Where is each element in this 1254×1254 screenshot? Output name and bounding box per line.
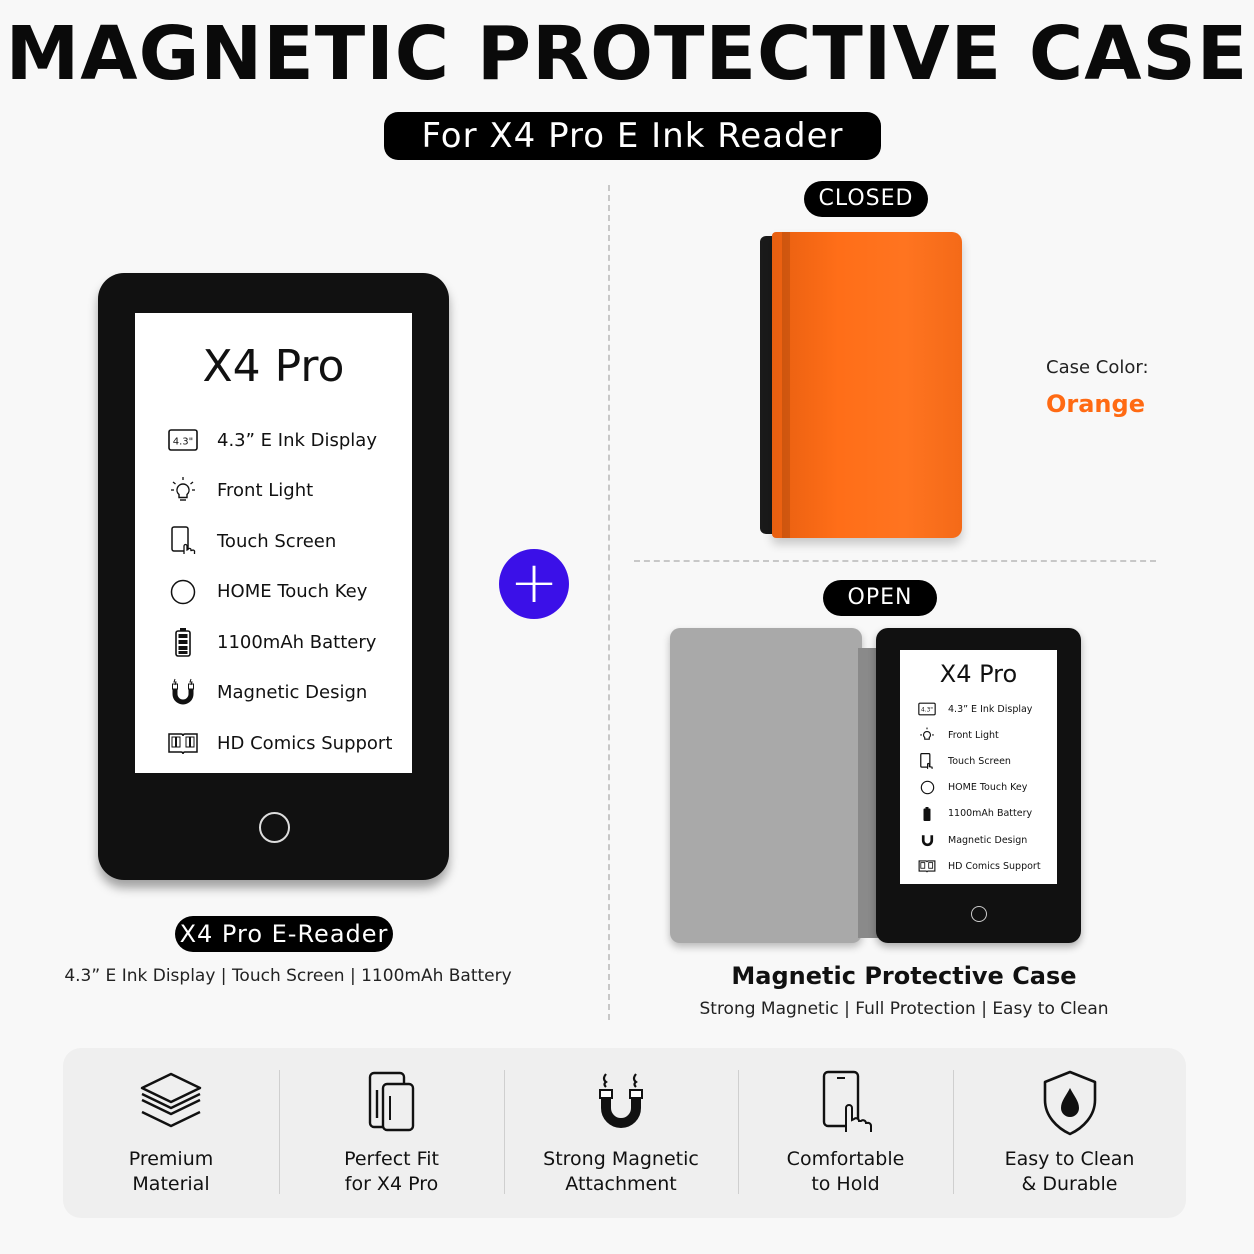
mini-model-title: X4 Pro [939,660,1018,688]
benefit-divider [738,1070,739,1194]
feature-label: 4.3” E Ink Display [217,429,377,451]
open-case-cover [670,628,862,943]
mini-feature-item: Front Light [918,722,1041,748]
mini-feature-label: 4.3” E Ink Display [948,703,1033,715]
comics-book-icon [167,727,199,759]
feature-item: Touch Screen [167,516,392,567]
open-badge: OPEN [823,580,937,616]
mini-feature-label: HD Comics Support [948,860,1041,872]
benefit-line: Material [132,1173,210,1195]
home-key-icon [918,779,936,797]
mini-feature-item: Touch Screen [918,748,1041,774]
mini-home-button [971,906,987,922]
benefit-line: Easy to Clean [1004,1148,1135,1170]
display-size-icon: 4.3" [167,424,199,456]
mini-feature-item: HOME Touch Key [918,775,1041,801]
open-case-device: X4 Pro 4.3" 4.3” E Ink Display Front Lig… [876,628,1081,943]
touch-screen-icon [918,752,936,770]
mini-feature-item: 4.3" 4.3” E Ink Display [918,696,1041,722]
ereader-caption: 4.3” E Ink Display | Touch Screen | 1100… [64,966,512,986]
ereader-device: X4 Pro 4.3" 4.3” E Ink Display Front Lig… [98,273,449,880]
mini-feature-item: 1100mAh Battery [918,801,1041,827]
benefit-line: Perfect Fit [344,1148,439,1170]
feature-label: HD Comics Support [217,732,393,754]
touch-screen-icon [167,525,199,557]
benefit-item: Comfortable to Hold [738,1048,953,1218]
mini-screen: X4 Pro 4.3" 4.3” E Ink Display Front Lig… [900,650,1057,884]
vertical-divider [608,185,610,1020]
case-title: Magnetic Protective Case [731,962,1077,990]
feature-item: 1100mAh Battery [167,617,392,668]
benefit-divider [953,1070,954,1194]
benefit-item: Easy to Clean & Durable [953,1048,1186,1218]
feature-list: 4.3" 4.3” E Ink Display Front Light Touc… [167,415,392,769]
front-light-icon [167,475,199,507]
mini-feature-label: Front Light [948,729,999,741]
feature-item: HOME Touch Key [167,567,392,618]
benefit-line: Comfortable [786,1148,905,1170]
layers-icon [136,1070,206,1136]
benefit-line: for X4 Pro [344,1173,439,1195]
case-color-label: Case Color: [1046,357,1149,378]
home-key-icon [167,576,199,608]
plus-icon: + [499,549,569,619]
open-case-hinge [858,648,878,938]
feature-item: Magnetic Design [167,668,392,719]
feature-label: Front Light [217,480,314,502]
battery-icon [918,805,936,823]
feature-item: 4.3" 4.3” E Ink Display [167,415,392,466]
benefit-line: Attachment [565,1173,677,1195]
benefit-divider [504,1070,505,1194]
device-fit-icon [357,1070,427,1136]
feature-label: HOME Touch Key [217,581,368,603]
mini-feature-label: 1100mAh Battery [948,808,1033,820]
mini-feature-label: HOME Touch Key [948,782,1028,794]
benefit-line: Premium [128,1148,214,1170]
mini-feature-item: Magnetic Design [918,827,1041,853]
mini-feature-label: Magnetic Design [948,834,1028,846]
case-fold [782,232,790,538]
comics-book-icon [918,857,936,875]
closed-badge: CLOSED [804,181,928,217]
benefit-line: to Hold [811,1173,880,1195]
horizontal-divider [634,560,1156,562]
battery-icon [167,626,199,658]
benefit-item: Perfect Fit for X4 Pro [279,1048,504,1218]
device-model-title: X4 Pro [202,341,345,392]
mini-feature-item: HD Comics Support [918,853,1041,879]
mini-feature-list: 4.3" 4.3” E Ink Display Front Light Touc… [918,696,1041,879]
case-cover [772,232,962,538]
feature-label: 1100mAh Battery [217,631,377,653]
benefit-line: & Durable [1021,1173,1118,1195]
page-title: MAGNETIC PROTECTIVE CASE [5,11,1249,97]
hand-hold-icon [811,1070,881,1136]
benefit-divider [279,1070,280,1194]
svg-text:4.3": 4.3" [173,437,194,448]
closed-case-image [760,232,962,538]
mini-feature-label: Touch Screen [948,755,1011,767]
feature-item: HD Comics Support [167,718,392,769]
display-size-icon: 4.3" [918,700,936,718]
feature-item: Front Light [167,466,392,517]
magnet-icon [167,677,199,709]
svg-text:4.3": 4.3" [921,708,933,714]
home-button [259,812,290,843]
case-subtitle: Strong Magnetic | Full Protection | Easy… [699,999,1109,1019]
ereader-badge: X4 Pro E-Reader [175,916,393,952]
magnet-icon [918,831,936,849]
ereader-screen: X4 Pro 4.3" 4.3” E Ink Display Front Lig… [135,313,412,773]
benefit-line: Strong Magnetic [543,1148,699,1170]
feature-label: Touch Screen [217,530,337,552]
front-light-icon [918,726,936,744]
magnet-icon [586,1070,656,1136]
case-color-value: Orange [1046,390,1145,418]
page-subtitle: For X4 Pro E Ink Reader [384,112,881,160]
shield-drop-icon [1035,1070,1105,1136]
feature-label: Magnetic Design [217,682,368,704]
